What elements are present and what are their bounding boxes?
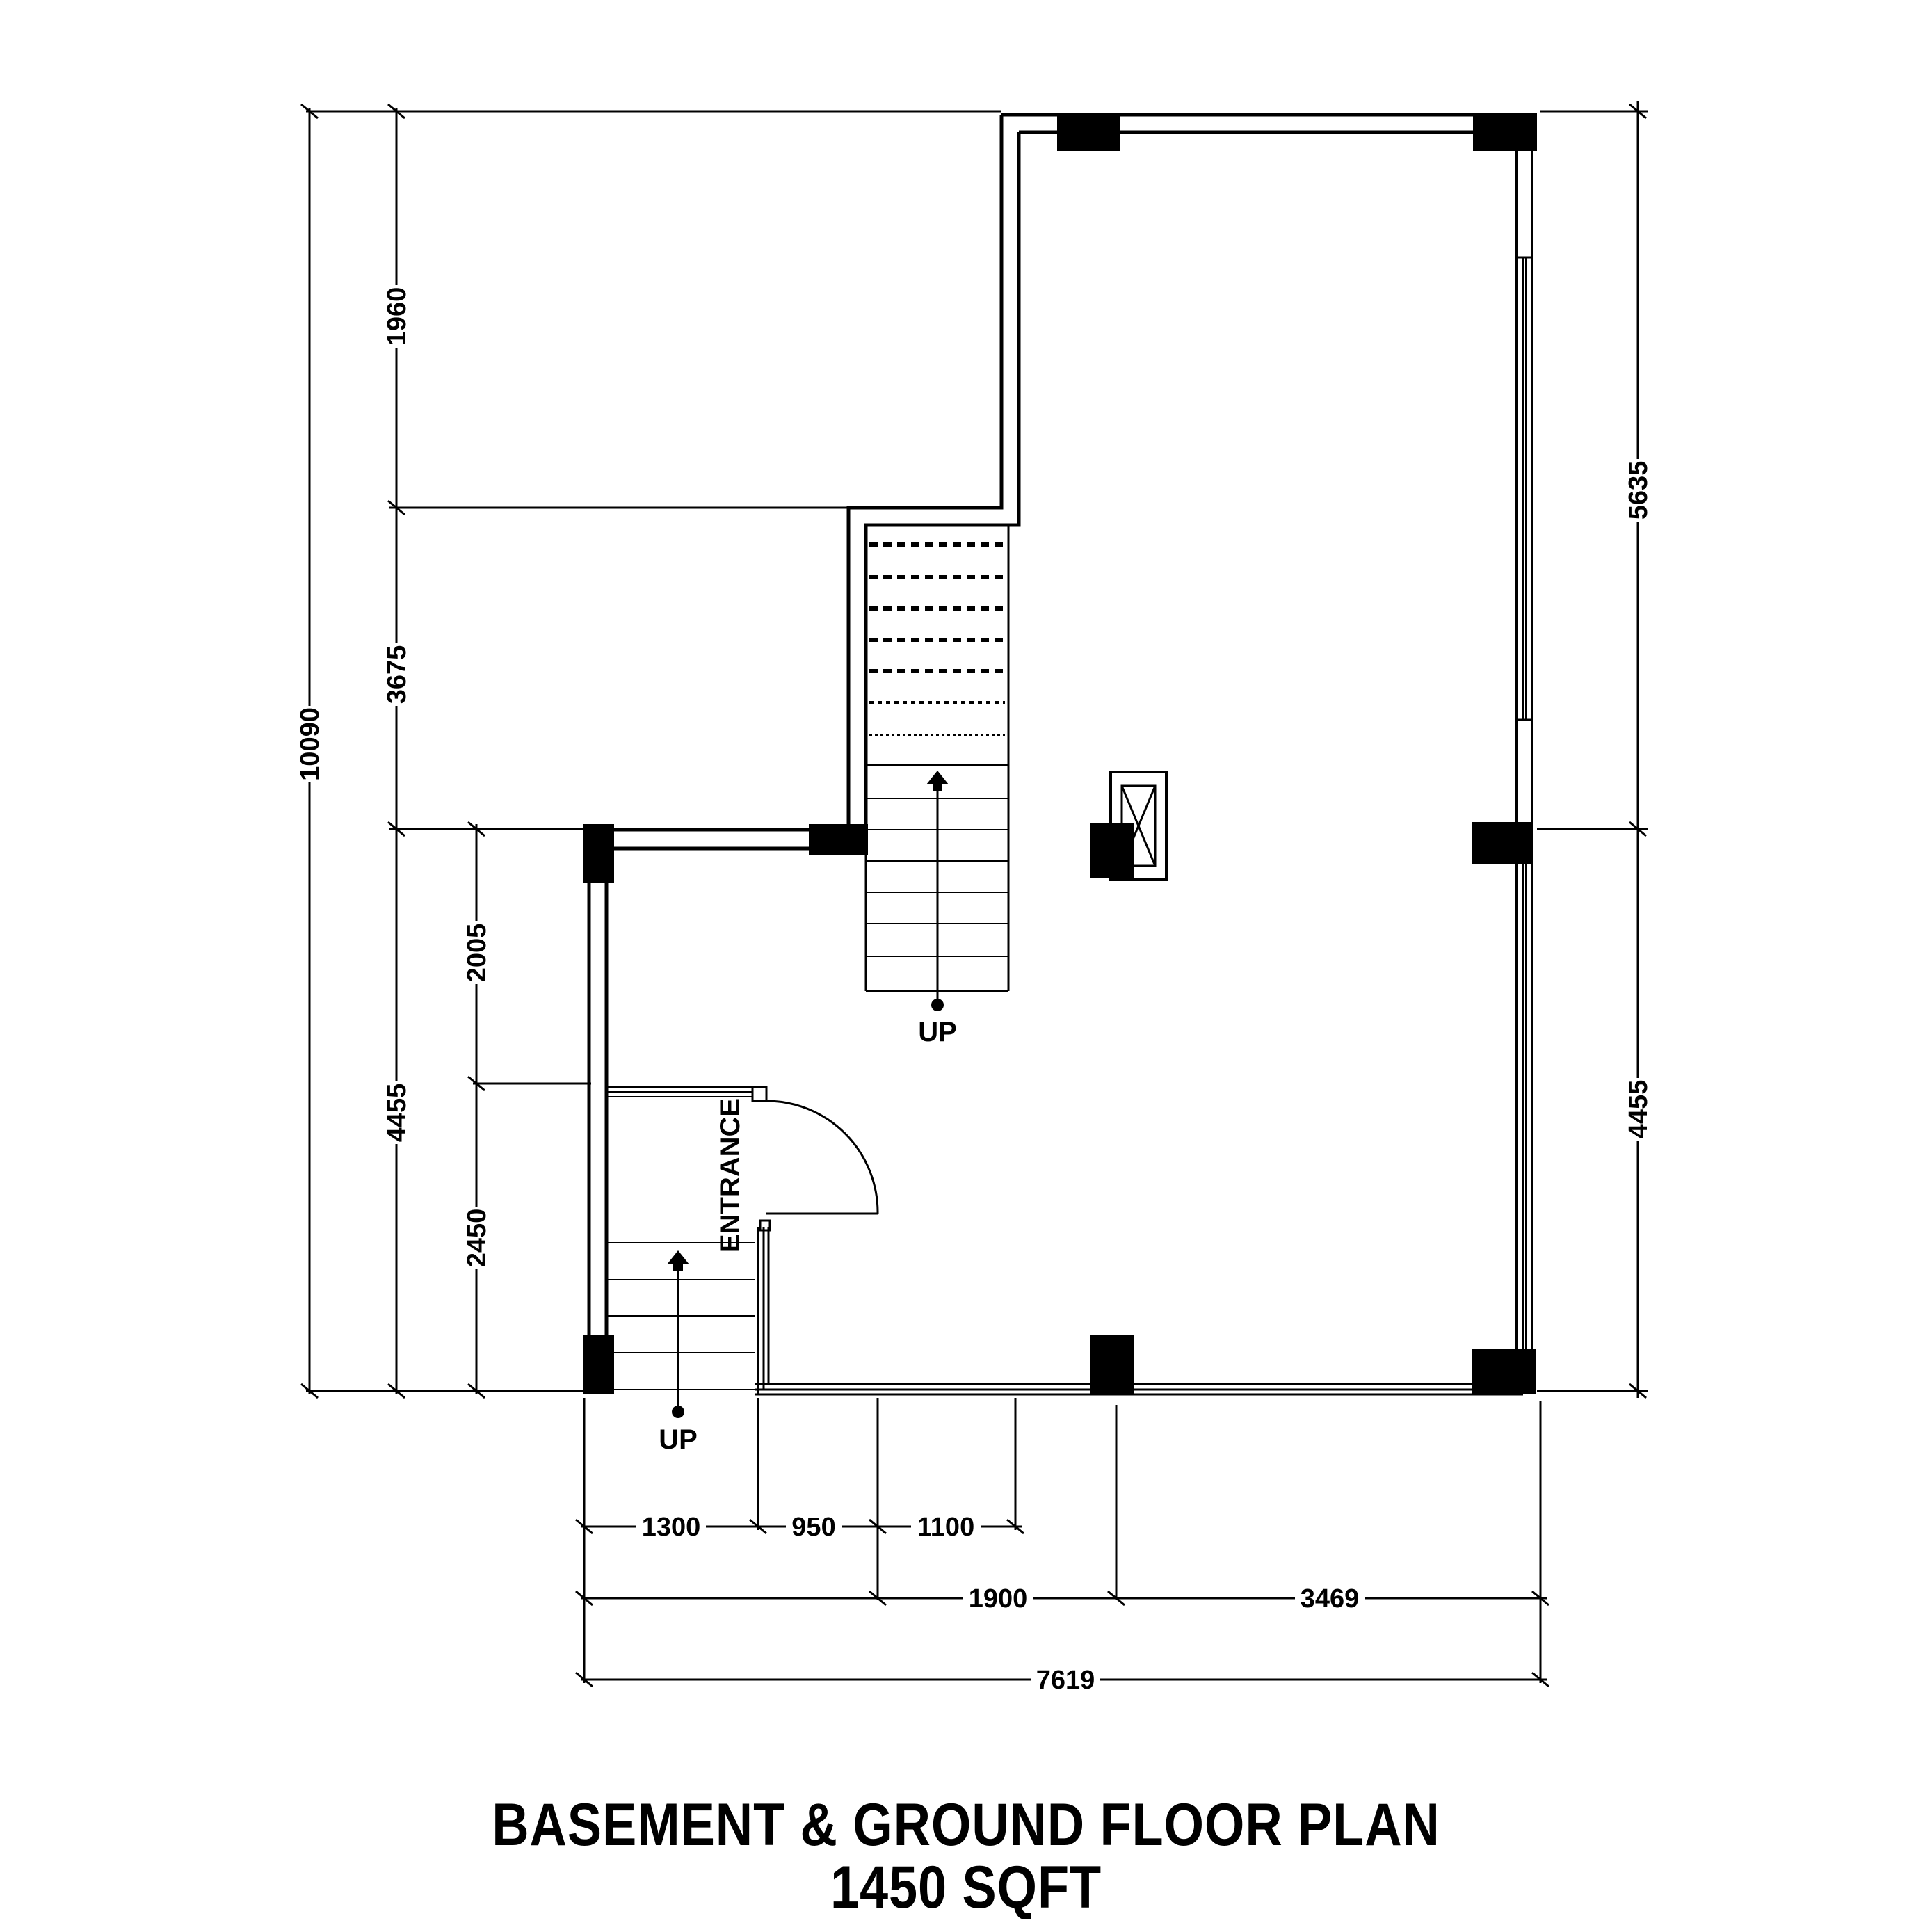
- dim-bottom-5: 3469: [1301, 1584, 1360, 1613]
- main-staircase: [864, 525, 1010, 1005]
- column: [1473, 115, 1537, 151]
- up-label-entrance: UP: [659, 1424, 698, 1455]
- column: [809, 824, 868, 855]
- dim-bottom-3: 1100: [917, 1513, 974, 1542]
- plan-title: BASEMENT & GROUND FLOOR PLAN: [492, 1792, 1440, 1858]
- dim-left-inner-lower: 2450: [462, 1209, 492, 1268]
- dim-bottom-4: 1900: [969, 1584, 1028, 1613]
- right-dimension-lines: [1537, 101, 1648, 1399]
- dim-right-lower: 4455: [1624, 1080, 1653, 1139]
- dim-left-mid: 3675: [383, 645, 412, 705]
- dim-left-inner-upper: 2005: [462, 924, 492, 983]
- column: [1090, 1335, 1134, 1394]
- column: [1472, 822, 1533, 864]
- plan-labels: UP UP ENTRANCE: [659, 1017, 957, 1455]
- up-arrow-icon: [667, 1250, 689, 1264]
- dim-bottom-1: 1300: [642, 1513, 701, 1542]
- shaft-symbol: [1109, 771, 1168, 881]
- up-label-main: UP: [918, 1017, 957, 1047]
- entrance-label: ENTRANCE: [715, 1098, 746, 1253]
- entrance-steps: [606, 1242, 755, 1412]
- stair-markers: [667, 771, 949, 1418]
- dim-bottom-total: 7619: [1036, 1666, 1095, 1695]
- entrance-door: [766, 1100, 879, 1215]
- bottom-dimension-lines: [575, 1398, 1549, 1688]
- column: [583, 1335, 614, 1394]
- columns: [583, 115, 1537, 1394]
- stair-start-dot: [672, 1406, 684, 1418]
- plan-area: 1450 SQFT: [830, 1854, 1102, 1921]
- dim-right-upper: 5635: [1624, 461, 1653, 520]
- dim-left-lower: 4455: [383, 1084, 412, 1143]
- dimension-labels: 10090 1960 3675 4455 2005 2450 5635 4455…: [296, 285, 1653, 1695]
- dim-left-total: 10090: [296, 707, 325, 781]
- column: [583, 824, 614, 883]
- column: [1090, 823, 1134, 878]
- column: [1057, 115, 1120, 151]
- up-arrow-icon: [926, 771, 949, 784]
- stair-start-dot: [931, 999, 944, 1011]
- dim-bottom-2: 950: [791, 1513, 835, 1542]
- dim-left-upper: 1960: [383, 287, 412, 346]
- column: [1472, 1349, 1536, 1394]
